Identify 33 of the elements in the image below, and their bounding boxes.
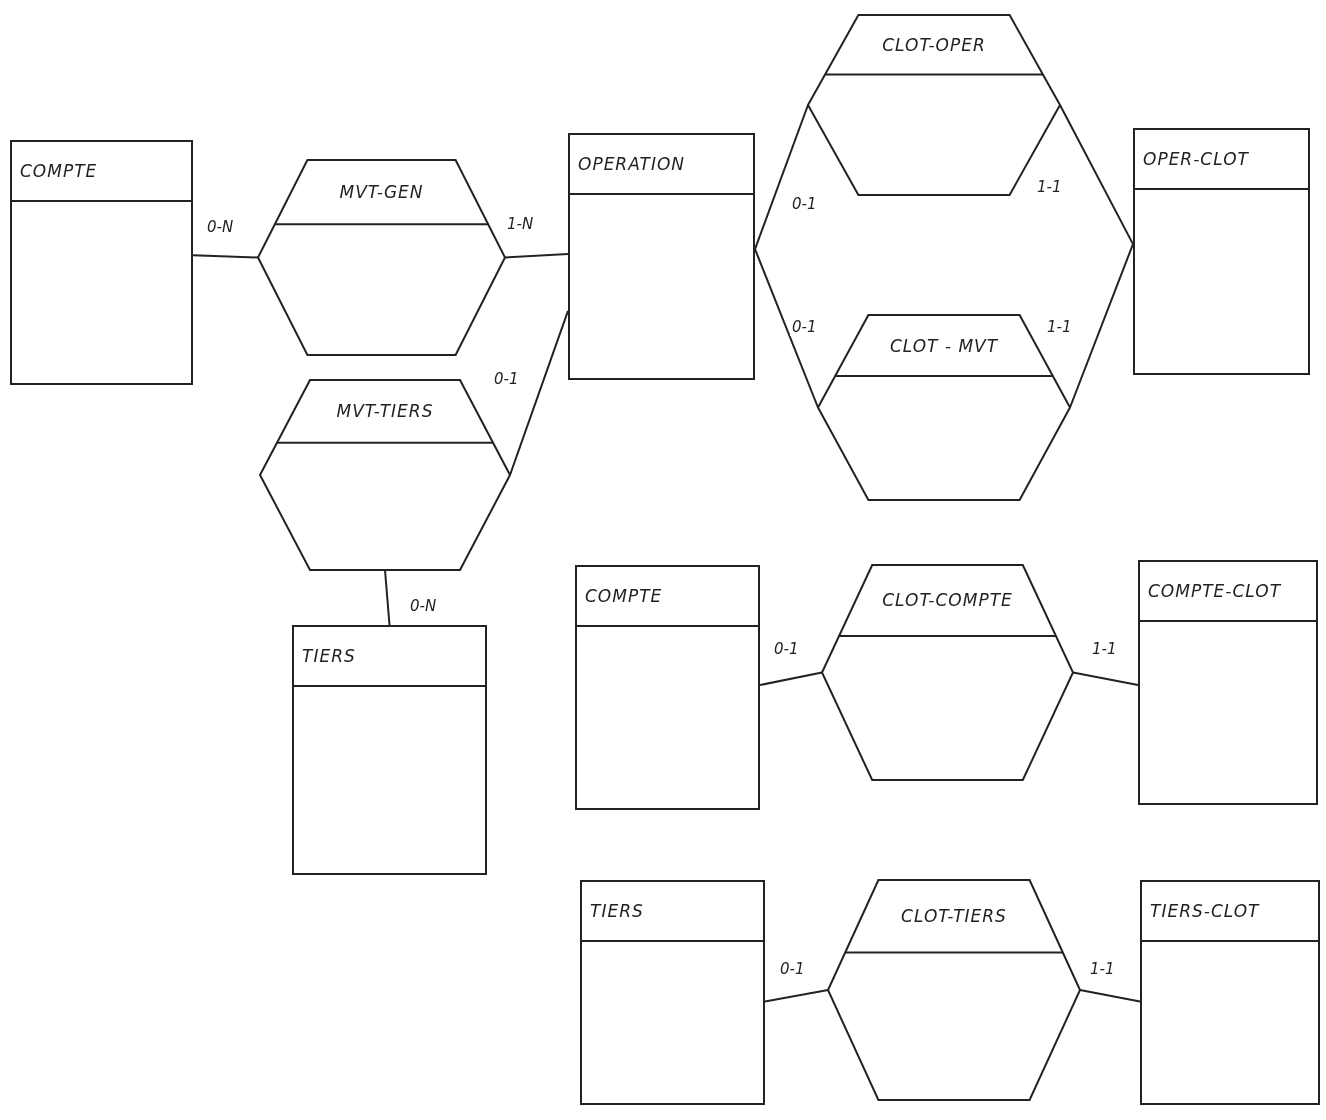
- connector-line: [504, 253, 569, 259]
- entity-name: TIERS-CLOT: [1150, 901, 1260, 921]
- relationship-name: CLOT-OPER: [882, 34, 986, 55]
- entity-name: TIERS: [302, 646, 356, 666]
- connector-line: [759, 671, 823, 687]
- entity-box: [10, 140, 193, 385]
- entity-box: [1140, 880, 1320, 1105]
- relationship-name: MVT-GEN: [339, 182, 424, 203]
- connector-line: [754, 248, 819, 409]
- relationship-name: CLOT-TIERS: [901, 906, 1007, 927]
- connector-line: [1072, 671, 1139, 686]
- entity-name: OPERATION: [578, 154, 686, 174]
- connector-line: [764, 989, 829, 1003]
- connector-line: [509, 309, 569, 476]
- entity-box: [1133, 128, 1310, 375]
- connector-line: [192, 254, 259, 259]
- entity-box: [575, 565, 760, 810]
- relationship-name: CLOT - MVT: [889, 335, 999, 356]
- entity-box: [580, 880, 765, 1105]
- entity-box: [1138, 560, 1318, 805]
- connector-line: [384, 569, 391, 626]
- entity-name: COMPTE: [20, 161, 98, 181]
- entity-name: OPER-CLOT: [1143, 149, 1249, 169]
- connector-line: [1069, 243, 1134, 409]
- entity-name: COMPTE: [585, 586, 663, 606]
- connector-line: [1059, 104, 1134, 246]
- relationship-name: CLOT-COMPTE: [882, 590, 1013, 611]
- entity-name: COMPTE-CLOT: [1148, 581, 1281, 601]
- entity-box: [568, 133, 755, 380]
- connector-line: [1079, 989, 1141, 1003]
- relationship-name: MVT-TIERS: [336, 401, 434, 422]
- entity-name: TIERS: [590, 901, 644, 921]
- entity-box: [292, 625, 487, 875]
